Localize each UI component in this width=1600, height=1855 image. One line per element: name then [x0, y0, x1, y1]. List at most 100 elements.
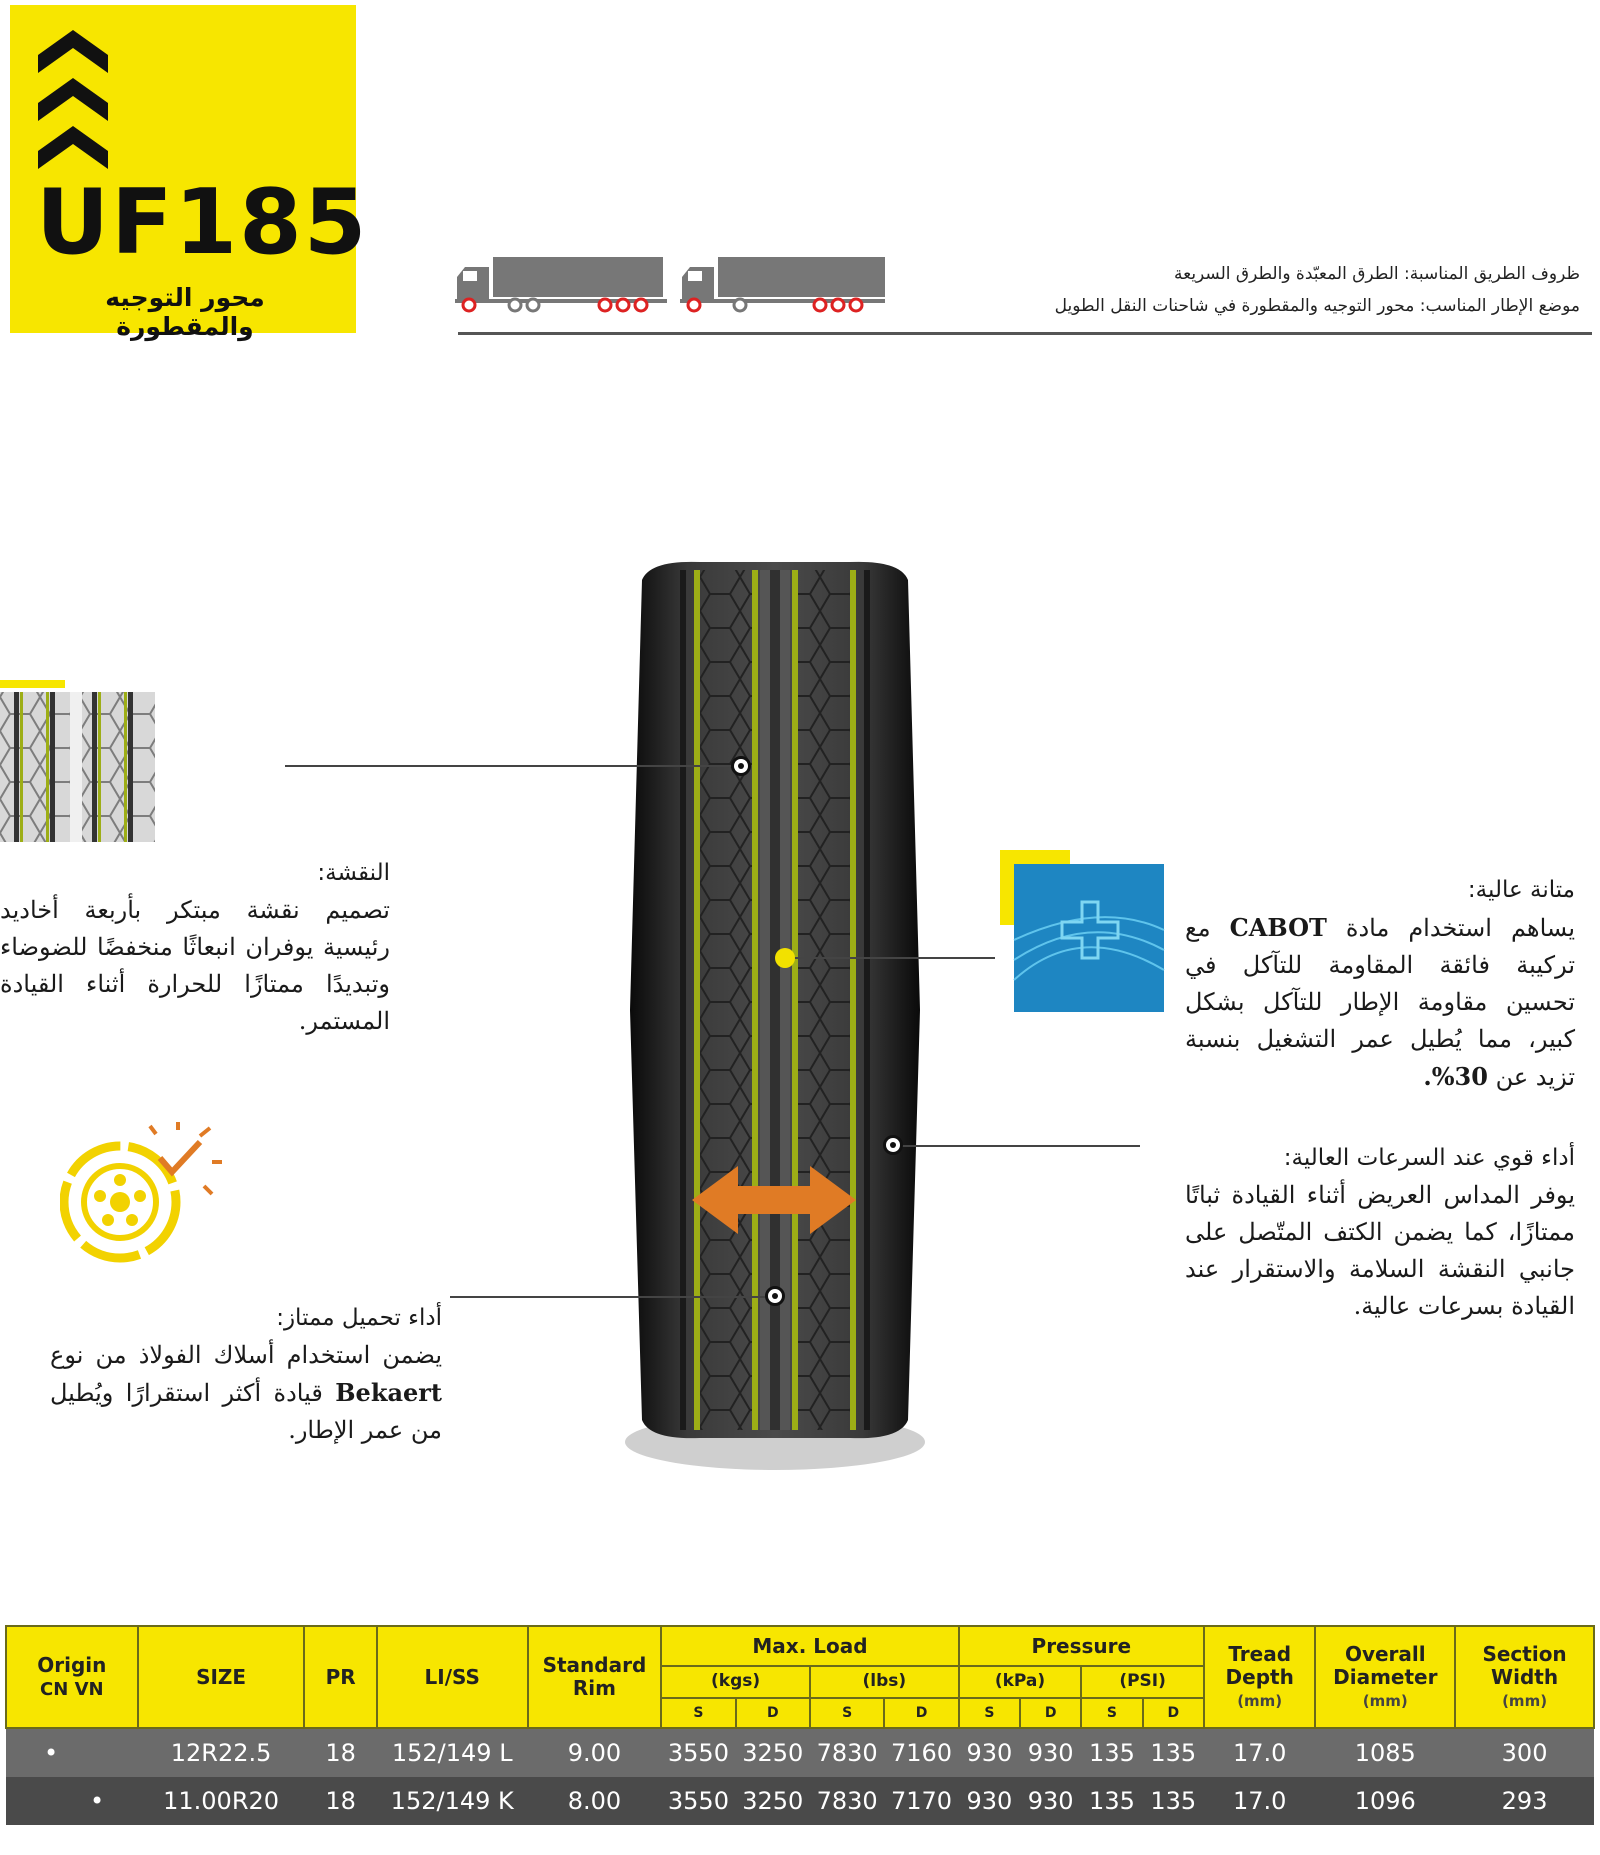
col-tread: Tread Depth (mm): [1202, 1625, 1317, 1729]
psi-d-cell: 135: [1142, 1777, 1204, 1825]
kgs-d-cell: 3250: [735, 1728, 810, 1777]
feature-load-body-pre: يضمن استخدام أسلاك الفولاذ من نوع: [50, 1341, 442, 1369]
rim-cell: 8.00: [527, 1777, 662, 1825]
feature-durability-body-post: مع تركيبة فائقة المقاومة للتآكل في تحسين…: [1185, 914, 1575, 1091]
table-row: • 11.00R20 18 152/149 K 8.00 3550 3250 7…: [6, 1777, 1594, 1825]
load-marker: [765, 1286, 785, 1306]
feature-tread-body: تصميم نقشة مبتكر بأربعة أخاديد رئيسية يو…: [0, 896, 390, 1035]
col-tread-unit: (mm): [1237, 1692, 1283, 1711]
leader-line-load: [450, 1296, 775, 1298]
col-overall-unit: (mm): [1362, 1692, 1408, 1711]
table-row: • 12R22.5 18 152/149 L 9.00 3550 3250 78…: [6, 1728, 1594, 1777]
feature-speed: أداء قوي عند السرعات العالية: يوفر المدا…: [1185, 1140, 1575, 1325]
col-psi-s: S: [1080, 1697, 1144, 1729]
pr-cell: 18: [304, 1728, 377, 1777]
tread-cell: 17.0: [1203, 1728, 1316, 1777]
kpa-s-cell: 930: [958, 1728, 1021, 1777]
bekaert-brand: Bekaert: [335, 1378, 442, 1407]
durability-marker: [775, 948, 795, 968]
col-tread-label: Tread Depth: [1225, 1642, 1294, 1690]
origin-vn: •: [90, 1787, 105, 1815]
cabot-brand: CABOT: [1229, 913, 1327, 942]
lbs-s-cell: 7830: [809, 1777, 885, 1825]
kgs-s-cell: 3550: [661, 1728, 736, 1777]
leader-line-durability: [785, 957, 995, 959]
road-conditions: ظروف الطريق المناسبة: الطرق المعبّدة وال…: [820, 258, 1580, 322]
col-lbs-s: S: [808, 1697, 886, 1729]
col-lbs: (lbs): [808, 1665, 960, 1699]
col-kgs-s: S: [660, 1697, 737, 1729]
kpa-s-cell: 930: [958, 1777, 1021, 1825]
feature-speed-title: أداء قوي عند السرعات العالية:: [1283, 1145, 1575, 1171]
col-overall-label: Overall Diameter: [1333, 1642, 1438, 1690]
col-kpa-s: S: [957, 1697, 1022, 1729]
col-origin-sub: CN VN: [40, 1678, 104, 1700]
col-kpa-d: D: [1019, 1697, 1083, 1729]
feature-durability-title: متانة عالية:: [1467, 877, 1575, 903]
overall-cell: 1096: [1315, 1777, 1456, 1825]
section-cell: 293: [1455, 1777, 1594, 1825]
cabot-material-icon: [1000, 850, 1165, 1012]
col-section: Section Width (mm): [1454, 1625, 1595, 1729]
feature-load-title: أداء تحميل ممتاز:: [276, 1305, 442, 1331]
liss-cell: 152/149 L: [376, 1728, 528, 1777]
feature-load-body-post: قيادة أكثر استقرارًا ويُطيل من عمر الإطا…: [50, 1379, 442, 1444]
tread-cell: 17.0: [1203, 1777, 1316, 1825]
origin-cell: •: [6, 1777, 138, 1825]
lbs-s-cell: 7830: [809, 1728, 885, 1777]
col-kgs: (kgs): [660, 1665, 811, 1699]
psi-s-cell: 135: [1081, 1728, 1143, 1777]
pr-cell: 18: [304, 1777, 377, 1825]
leader-line-tread: [285, 765, 740, 767]
col-kpa: (kPa): [957, 1665, 1083, 1699]
liss-cell: 152/149 K: [376, 1777, 528, 1825]
col-rim: Standard Rim: [526, 1625, 663, 1729]
col-lbs-d: D: [883, 1697, 960, 1729]
size-cell: 11.00R20: [137, 1777, 305, 1825]
col-psi: (PSI): [1080, 1665, 1205, 1699]
model-name: UF185: [36, 170, 369, 275]
overall-cell: 1085: [1315, 1728, 1456, 1777]
kgs-d-cell: 3250: [735, 1777, 810, 1825]
col-liss: LI/SS: [375, 1625, 529, 1729]
road-condition-line: ظروف الطريق المناسبة: الطرق المعبّدة وال…: [1174, 264, 1580, 284]
spec-table: Origin CN VN SIZE PR LI/SS Standard Rim …: [5, 1625, 1595, 1825]
col-pressure: Pressure: [957, 1625, 1205, 1667]
tread-pattern-icon: [0, 680, 155, 842]
lbs-d-cell: 7160: [884, 1728, 959, 1777]
kgs-s-cell: 3550: [661, 1777, 736, 1825]
feature-durability: متانة عالية: يساهم استخدام مادة CABOT مع…: [1185, 872, 1575, 1096]
section-cell: 300: [1455, 1728, 1594, 1777]
model-subtitle: محور التوجيه والمقطورة: [105, 283, 265, 341]
col-kgs-d: D: [734, 1697, 811, 1729]
col-size: SIZE: [136, 1625, 306, 1729]
chevron-up-icon: [38, 30, 108, 169]
lbs-d-cell: 7170: [884, 1777, 959, 1825]
col-section-label: Section Width: [1482, 1642, 1567, 1690]
tread-marker: [731, 756, 751, 776]
speed-marker: [883, 1135, 903, 1155]
feature-tread-title: النقشة:: [317, 860, 390, 886]
size-cell: 12R22.5: [137, 1728, 305, 1777]
col-origin-label: Origin: [37, 1652, 107, 1677]
col-origin: Origin CN VN: [5, 1625, 139, 1729]
psi-d-cell: 135: [1142, 1728, 1204, 1777]
psi-s-cell: 135: [1081, 1777, 1143, 1825]
durability-percent: 30%.: [1423, 1062, 1488, 1091]
col-maxload: Max. Load: [660, 1625, 960, 1667]
col-pr: PR: [303, 1625, 378, 1729]
col-psi-d: D: [1141, 1697, 1205, 1729]
feature-durability-body-pre: يساهم استخدام مادة: [1326, 914, 1575, 942]
col-overall: Overall Diameter (mm): [1314, 1625, 1457, 1729]
origin-cn: •: [44, 1739, 59, 1767]
wheel-load-icon: [60, 1122, 222, 1263]
leader-line-speed: [895, 1145, 1140, 1147]
feature-speed-body: يوفر المداس العريض أثناء القيادة ثباتًا …: [1185, 1181, 1575, 1320]
kpa-d-cell: 930: [1020, 1728, 1082, 1777]
kpa-d-cell: 930: [1020, 1777, 1082, 1825]
origin-cell: •: [6, 1728, 138, 1777]
col-section-unit: (mm): [1502, 1692, 1548, 1711]
feature-load: أداء تحميل ممتاز: يضمن استخدام أسلاك الف…: [50, 1300, 442, 1449]
model-badge: [10, 5, 356, 333]
truck-icon: [455, 257, 885, 313]
